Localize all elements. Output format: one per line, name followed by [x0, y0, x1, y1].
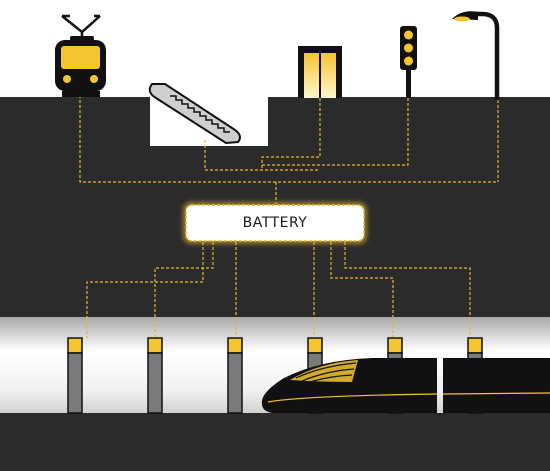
- traffic-light-lamp-bottom: [404, 56, 413, 66]
- escalator-steps: [170, 95, 230, 133]
- train-stripe-2: [442, 392, 550, 395]
- ground: [0, 97, 550, 471]
- traffic-light-pole: [406, 70, 411, 98]
- source-wires: [86, 242, 471, 338]
- wire-traffic-light: [262, 98, 409, 166]
- bollard-2: [147, 337, 163, 414]
- tram-pantograph: [61, 14, 101, 37]
- consumer-wires: [79, 95, 499, 204]
- tram-headlight-right: [90, 75, 98, 83]
- wire-bollard-6: [344, 242, 471, 338]
- tram-icon: [55, 14, 106, 97]
- tram-headlight-left: [63, 75, 71, 83]
- tram-wheels: [62, 91, 100, 97]
- battery: [183, 202, 367, 244]
- train-windshield-lines: [295, 362, 357, 383]
- traffic-light-lamp-middle: [404, 43, 413, 53]
- high-speed-train-icon: [261, 358, 550, 413]
- train-windshield: [290, 360, 358, 382]
- elevator-door-left: [304, 53, 319, 98]
- wire-tram: [79, 95, 498, 183]
- train-second-car: [443, 358, 550, 413]
- battery-box: [185, 204, 365, 242]
- elevator-door-right: [321, 53, 336, 98]
- bollard-3: [227, 337, 243, 414]
- train-stripe: [267, 393, 438, 403]
- street-lamp-light: [454, 16, 470, 22]
- tram-roof: [70, 36, 94, 41]
- train-lead-car: [261, 358, 437, 413]
- tram-window: [61, 46, 100, 69]
- elevator-icon: [298, 46, 342, 98]
- wire-bollard-5: [330, 242, 394, 338]
- bollard-1: [67, 337, 83, 414]
- wire-escalator: [204, 140, 318, 171]
- street-lamp-icon: [452, 11, 500, 100]
- wire-bollard-2: [154, 242, 214, 338]
- traffic-light-icon: [400, 26, 417, 98]
- wire-elevator: [261, 98, 321, 170]
- wire-bollard-1: [86, 242, 204, 338]
- traffic-light-lamp-top: [404, 30, 413, 40]
- lower-ground: [0, 413, 550, 471]
- escalator-icon: [148, 83, 241, 145]
- street-lamp-pole: [474, 11, 500, 100]
